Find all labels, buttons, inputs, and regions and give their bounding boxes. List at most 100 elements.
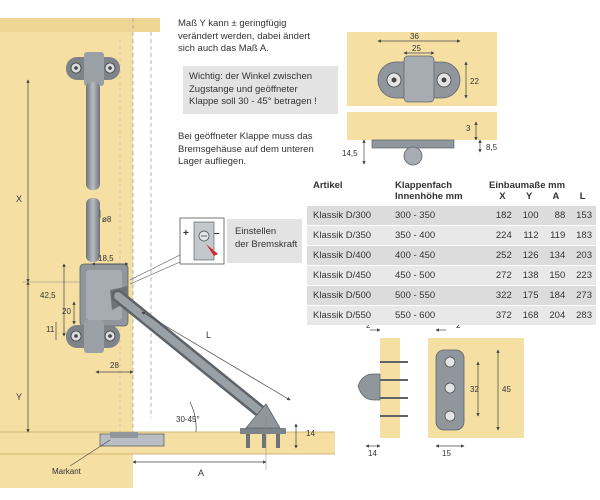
bearing-2a-label: 2: [366, 321, 371, 330]
cell-range: 500 - 550: [395, 285, 489, 306]
bearing-14-label: 14: [368, 449, 377, 458]
cell-article: Klassik D/500: [307, 285, 395, 306]
cell-a: 204: [542, 305, 570, 325]
cell-x: 252: [489, 245, 516, 266]
cell-y: 100: [515, 205, 543, 226]
table-row: Klassik D/400 400 - 450 252 126 134 203: [307, 245, 596, 266]
cell-l: 273: [569, 285, 596, 306]
cell-a: 88: [542, 205, 570, 226]
cell-l: 223: [569, 265, 596, 286]
dim-a-label: A: [198, 468, 204, 478]
note-warning-line: Klappe soll 30 - 45° betragen !: [189, 96, 317, 107]
bearing-front-view: [435, 349, 465, 431]
note-warning-line: Zugstange und geöffneter: [189, 83, 298, 95]
cell-l: 203: [569, 245, 596, 266]
header-x: X: [499, 191, 506, 202]
note-warning: Wichtig: der Winkel zwischen Zugstange u…: [183, 66, 338, 114]
cell-range: 300 - 350: [395, 205, 489, 226]
bearing-2b-label: 2: [456, 321, 461, 330]
header-article: Artikel: [313, 180, 343, 191]
bracket-25-label: 25: [412, 44, 421, 53]
note-measure-y-line: verändert werden, dabei ändert: [178, 30, 311, 42]
cell-a: 134: [542, 245, 570, 266]
header-y: Y: [525, 191, 533, 202]
bracket-85-label: 8,5: [486, 143, 498, 152]
dim-185-label: 18,5: [98, 254, 114, 263]
table-row: Klassik D/300 300 - 350 182 100 88 153: [307, 205, 596, 226]
header-spacer: [307, 191, 395, 206]
dim-x-label: X: [16, 194, 22, 204]
table-row: Klassik D/350 350 - 400 224 112 119 183: [307, 225, 596, 246]
header-l: L: [579, 191, 586, 202]
cell-a: 184: [542, 285, 570, 306]
note-measure-y-line: sich auch das Maß A.: [178, 43, 269, 54]
cell-article: Klassik D/300: [307, 205, 395, 226]
cell-x: 182: [489, 205, 516, 226]
cell-y: 138: [515, 265, 543, 286]
cell-y: 175: [515, 285, 543, 306]
dim-diameter-label: ø8: [102, 215, 112, 224]
bracket-36-label: 36: [410, 32, 419, 41]
dim-20-label: 20: [62, 307, 71, 316]
markant-label: Markant: [52, 467, 82, 476]
lower-mounting-bracket: [66, 320, 120, 353]
cell-y: 112: [515, 225, 543, 246]
cell-x: 372: [489, 305, 516, 325]
header-flap-height: Klappenfach: [395, 180, 453, 191]
adjust-minus-label: –: [214, 228, 220, 239]
cell-l: 283: [569, 305, 596, 325]
header-mount-dims: Einbaumaße mm: [489, 180, 566, 191]
adjust-plus-label: +: [183, 228, 189, 239]
bracket-top-view: [377, 55, 461, 103]
bearing-32-label: 32: [470, 385, 479, 394]
cell-article: Klassik D/450: [307, 265, 395, 286]
bracket-side-view-background: [347, 112, 497, 140]
cell-y: 168: [515, 305, 543, 325]
brake-force-caption-line: der Bremskraft: [235, 238, 298, 250]
bearing-45-label: 45: [502, 385, 511, 394]
note-housing-line: Bei geöffneter Klappe muss das: [178, 131, 313, 142]
cell-range: 450 - 500: [395, 265, 489, 286]
pull-rod-upper: [86, 82, 100, 190]
bracket-side-view: [371, 139, 455, 166]
cell-y: 126: [515, 245, 543, 266]
cell-a: 119: [542, 225, 570, 246]
note-housing-line: Bremsgehäuse auf dem unteren: [178, 143, 314, 155]
note-measure-y-line: Maß Y kann ± geringfügig: [178, 18, 287, 29]
cell-x: 322: [489, 285, 516, 306]
dim-l-label: L: [206, 330, 211, 340]
cell-article: Klassik D/550: [307, 305, 395, 325]
bracket-3-label: 3: [466, 124, 471, 133]
open-flap-panel: [0, 432, 335, 454]
brake-adjuster-detail: [179, 217, 225, 265]
flap-fitting: [240, 403, 286, 448]
table-row: Klassik D/550 550 - 600 372 168 204 283: [307, 305, 596, 325]
cell-x: 224: [489, 225, 516, 246]
dim-y-label: Y: [16, 392, 22, 402]
cabinet-side-panel: [0, 18, 133, 488]
table-row: Klassik D/450 450 - 500 272 138 150 223: [307, 265, 596, 286]
bracket-145-label: 14,5: [342, 149, 358, 158]
cabinet-top-edge: [0, 18, 160, 32]
diagonal-strut: [111, 289, 273, 423]
header-a: A: [552, 191, 560, 202]
brake-force-caption: Einstellen der Bremskraft: [227, 219, 302, 263]
bearing-wood-left: [380, 338, 400, 438]
cell-article: Klassik D/400: [307, 245, 395, 266]
table-row: Klassik D/500 500 - 550 322 175 184 273: [307, 285, 596, 306]
dim-14-label: 14: [306, 429, 315, 438]
dim-425-label: 42,5: [40, 291, 56, 300]
cell-range: 550 - 600: [395, 305, 489, 325]
note-measure-y: Maß Y kann ± geringfügig verändert werde…: [178, 18, 338, 56]
bracket-22-label: 22: [470, 77, 479, 86]
cell-l: 183: [569, 225, 596, 246]
dimension-table: Artikel Klappenfach Einbaumaße mm Innenh…: [307, 176, 596, 325]
bearing-15-label: 15: [442, 449, 451, 458]
cell-range: 350 - 400: [395, 225, 489, 246]
bearing-side-view: [357, 361, 408, 417]
note-housing: Bei geöffneter Klappe muss das Bremsgehä…: [178, 131, 338, 169]
cell-article: Klassik D/350: [307, 225, 395, 246]
cell-range: 400 - 450: [395, 245, 489, 266]
dim-28-label: 28: [110, 361, 119, 370]
